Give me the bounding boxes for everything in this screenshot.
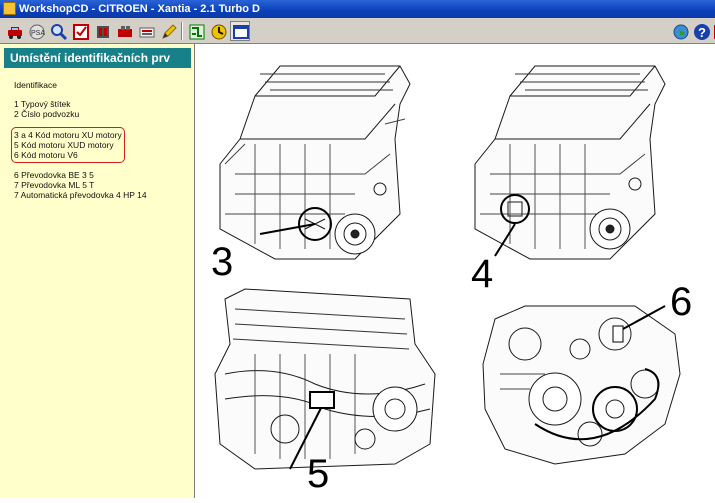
callout-6: 6 xyxy=(670,280,693,324)
engine-icon[interactable] xyxy=(114,21,134,41)
engine-xu-drawing xyxy=(219,65,411,260)
list-item-gearbox-ml5t[interactable]: 7 Převodovka ML 5 T xyxy=(14,180,95,190)
pencil-icon[interactable] xyxy=(158,21,178,41)
engine-v6-drawing xyxy=(482,305,681,465)
identification-panel: Umístění identifikačních prv Identifikac… xyxy=(0,44,195,498)
panel-title: Umístění identifikačních prv xyxy=(4,48,191,68)
list-item-xud-engine-code[interactable]: 5 Kód motoru XUD motory xyxy=(14,140,114,150)
circuit-icon[interactable] xyxy=(186,21,206,41)
app-icon xyxy=(3,2,16,15)
help-icon[interactable]: ? xyxy=(691,21,711,41)
engine-diagram xyxy=(214,65,681,470)
list-item-type-plate[interactable]: 1 Typový štítek xyxy=(14,99,71,109)
callout-3: 3 xyxy=(211,240,234,284)
car-icon[interactable] xyxy=(4,21,24,41)
engine-xud-drawing xyxy=(214,288,436,470)
panel-heading: Identifikace xyxy=(14,80,57,90)
callout-4: 4 xyxy=(471,252,494,296)
engine-diagram-view: 3 4 5 6 xyxy=(195,44,715,498)
window-title: WorkshopCD - CITROEN - Xantia - 2.1 Turb… xyxy=(19,3,260,15)
window-icon[interactable] xyxy=(230,21,250,41)
svg-text:?: ? xyxy=(698,25,706,40)
toolbar-separator xyxy=(181,22,183,40)
checklist-icon[interactable] xyxy=(70,21,90,41)
magnifier-icon[interactable] xyxy=(48,21,68,41)
list-item-chassis-number[interactable]: 2 Číslo podvozku xyxy=(14,109,80,119)
battery-icon[interactable] xyxy=(136,21,156,41)
psa-icon[interactable]: PSA xyxy=(26,21,46,41)
highlight-box xyxy=(11,127,125,163)
list-item-automatic-gearbox[interactable]: 7 Automatická převodovka 4 HP 14 xyxy=(14,190,147,200)
globe-icon[interactable] xyxy=(670,21,690,41)
toolbar: PSA ? xyxy=(0,18,715,44)
list-item-v6-engine-code[interactable]: 6 Kód motoru V6 xyxy=(14,150,78,160)
callout-5: 5 xyxy=(307,452,330,496)
gearbox-icon[interactable] xyxy=(92,21,112,41)
exit-icon[interactable] xyxy=(711,21,715,41)
clock-icon[interactable] xyxy=(208,21,228,41)
list-item-xu-engine-code[interactable]: 3 a 4 Kód motoru XU motory xyxy=(14,130,122,140)
svg-text:PSA: PSA xyxy=(31,30,45,37)
engine-xu-alt-drawing xyxy=(474,65,666,260)
list-item-gearbox-be35[interactable]: 6 Převodovka BE 3 5 xyxy=(14,170,94,180)
title-bar: WorkshopCD - CITROEN - Xantia - 2.1 Turb… xyxy=(0,0,715,18)
